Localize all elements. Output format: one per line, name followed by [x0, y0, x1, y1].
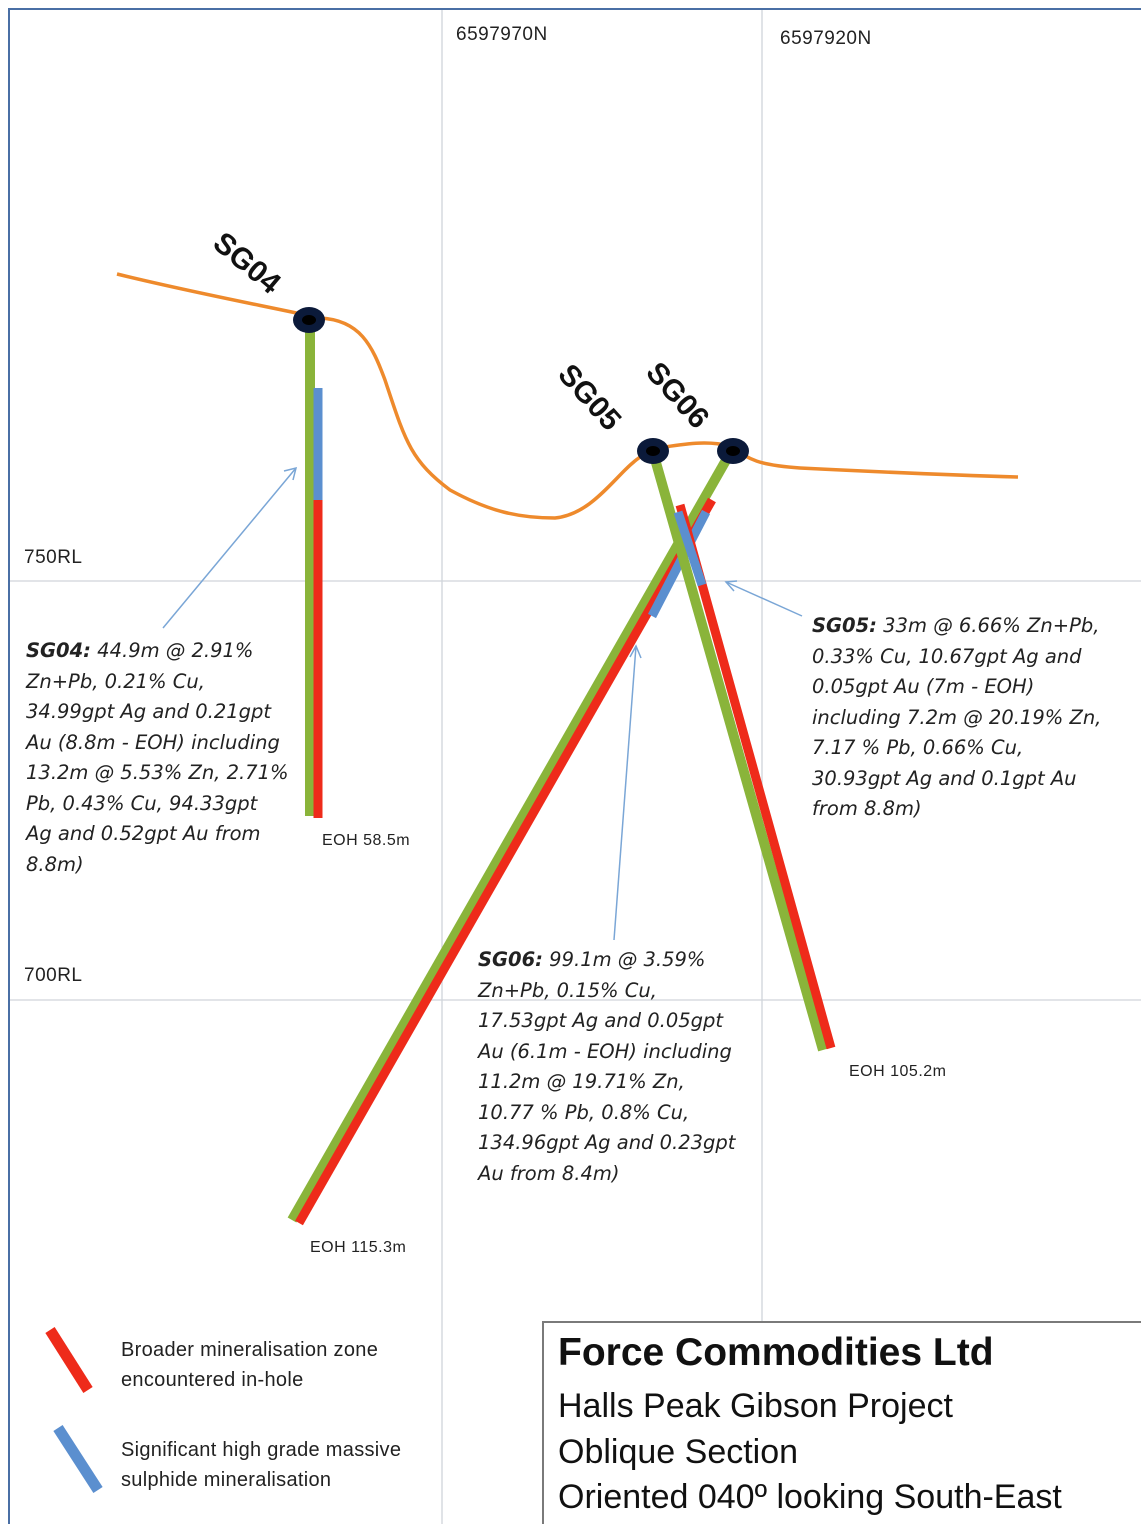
intercept-line: 99.1m @ 3.59% [542, 948, 706, 971]
intercept-line: Zn+Pb, 0.15% Cu, [478, 978, 657, 1002]
intercept-line: 8.8m) [26, 852, 84, 876]
section-type: Oblique Section [558, 1433, 799, 1471]
intercept-line: Ag and 0.52gpt Au from [26, 822, 261, 845]
intercept-line: 33m @ 6.66% Zn+Pb, [876, 614, 1100, 637]
project-name: Halls Peak Gibson Project [558, 1387, 953, 1425]
collars [293, 307, 749, 464]
drillhole-sg06 [287, 452, 734, 1226]
title-block: Force Commodities Ltd Halls Peak Gibson … [542, 1321, 1141, 1524]
intercept-line: Au (8.8m - EOH) including [26, 730, 280, 754]
topography-line [116, 272, 1019, 520]
legend-red-label: Broader mineralisation zone encountered … [121, 1335, 378, 1395]
grid-lines [10, 10, 1141, 1524]
arrow-sg06 [613, 645, 637, 941]
northing-label: 6597920N [780, 28, 872, 49]
intercept-line: Zn+Pb, 0.21% Cu, [26, 669, 205, 693]
drillhole-sg06-high-grade [648, 509, 710, 619]
drillhole-sg06-trace [287, 452, 734, 1223]
northing-label: 6597970N [456, 24, 548, 45]
intercept-line: 0.05gpt Au (7m - EOH) [812, 675, 1035, 698]
collar-sg05 [637, 438, 669, 464]
intercept-note-sg06: SG06: 99.1m @ 3.59% Zn+Pb, 0.15% Cu, 17.… [478, 945, 768, 1189]
intercept-id: SG04: [26, 639, 91, 662]
intercept-id: SG06: [478, 948, 543, 971]
callout-arrows [162, 466, 803, 941]
legend-line: Significant high grade massive [121, 1439, 402, 1461]
legend-line: Broader mineralisation zone [121, 1339, 379, 1361]
drillhole-sg05 [648, 450, 836, 1052]
section-orientation: Oriented 040º looking South-East [558, 1478, 1062, 1516]
arrow-sg04 [162, 467, 297, 629]
intercept-line: 13.2m @ 5.53% Zn, 2.71% [26, 761, 289, 784]
intercept-line: Pb, 0.43% Cu, 94.33gpt [26, 791, 258, 815]
intercept-line: 10.77 % Pb, 0.8% Cu, [478, 1100, 690, 1124]
drillhole-sg05-high-grade [673, 510, 707, 587]
intercept-line: Au (6.1m - EOH) including [478, 1039, 732, 1063]
legend-blue-label: Significant high grade massive sulphide … [121, 1435, 401, 1495]
eoh-label-sg06: EOH 115.3m [310, 1239, 407, 1256]
frame-top-border [8, 8, 1141, 10]
drillhole-sg05-trace [648, 450, 828, 1052]
eoh-label-sg05: EOH 105.2m [849, 1063, 947, 1080]
company-name: Force Commodities Ltd [558, 1331, 994, 1374]
drillhole-sg04 [305, 322, 323, 818]
intercept-line: 0.33% Cu, 10.67gpt Ag and [812, 644, 1082, 668]
intercept-line: 30.93gpt Ag and 0.1gpt Au [812, 766, 1077, 790]
intercept-line: including 7.2m @ 20.19% Zn, [812, 705, 1102, 729]
eoh-label-sg04: EOH 58.5m [322, 832, 411, 849]
collar-sg04 [293, 307, 325, 333]
legend-blue-swatch [53, 1425, 103, 1493]
intercept-line: Au from 8.4m) [478, 1161, 620, 1185]
intercept-line: 17.53gpt Ag and 0.05gpt [478, 1009, 724, 1032]
intercept-line: 7.17 % Pb, 0.66% Cu, [812, 736, 1024, 759]
legend-red-swatch [45, 1327, 93, 1393]
rl-label: 750RL [24, 547, 83, 568]
intercept-id: SG05: [812, 614, 877, 637]
drillhole-sg06-mineralisation [295, 497, 716, 1226]
intercept-note-sg05: SG05: 33m @ 6.66% Zn+Pb, 0.33% Cu, 10.67… [812, 611, 1137, 825]
arrow-sg05 [725, 581, 803, 617]
legend-line: encountered in-hole [121, 1369, 304, 1391]
frame-left-border [8, 8, 10, 1524]
intercept-line: from 8.8m) [812, 797, 922, 820]
intercept-line: 134.96gpt Ag and 0.23gpt [478, 1131, 736, 1154]
intercept-line: 34.99gpt Ag and 0.21gpt [26, 700, 272, 723]
drillhole-sg05-mineralisation [675, 503, 836, 1050]
intercept-line: 11.2m @ 19.71% Zn, [478, 1070, 685, 1093]
intercept-note-sg04: SG04: 44.9m @ 2.91% Zn+Pb, 0.21% Cu, 34.… [26, 636, 311, 880]
collar-sg06 [717, 438, 749, 464]
intercept-line: 44.9m @ 2.91% [90, 639, 254, 662]
legend-line: sulphide mineralisation [121, 1469, 332, 1491]
rl-label: 700RL [24, 965, 83, 986]
